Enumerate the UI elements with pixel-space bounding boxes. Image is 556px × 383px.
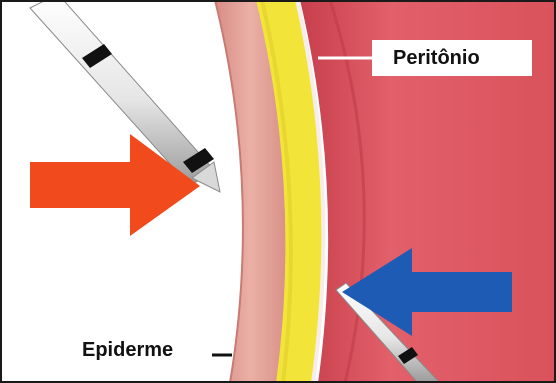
peritoneum-label: Peritônio [393,48,480,68]
epidermis-label: Epiderme [82,340,173,360]
